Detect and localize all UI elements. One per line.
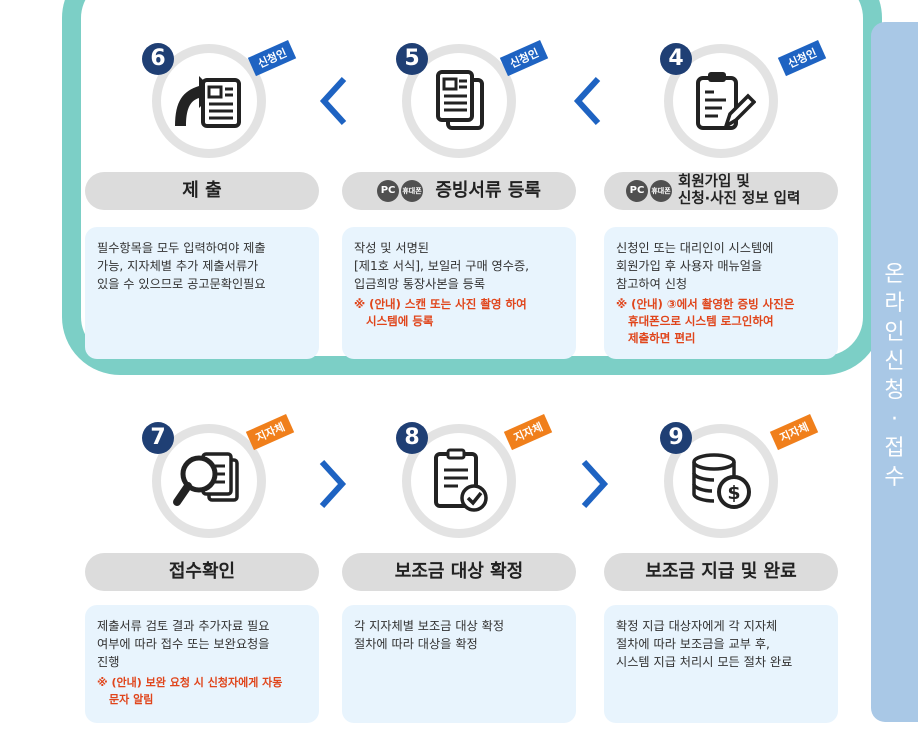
phone-tag: 휴대폰 [401,180,424,202]
step-8-title: 보조금 대상 확정 [342,553,576,591]
step-6-description: 필수항목을 모두 입력하여야 제출 가능, 지자체별 추가 제출서류가 있을 수… [85,227,319,359]
clipboard-pen-icon [696,72,756,130]
step-4-title: PC 휴대폰 회원가입 및 신청·사진 정보 입력 [604,172,838,210]
step-number: 9 [660,422,692,454]
notice-text: ※ (안내) ③에서 촬영한 증빙 사진은 휴대폰으로 시스템 로그인하여 제출… [616,297,795,345]
search-documents-icon [173,452,239,506]
step-number: 8 [396,422,428,454]
notice-text: ※ (안내) 스캔 또는 사진 촬영 하여 시스템에 등록 [354,297,527,328]
step-number: 7 [142,422,174,454]
step-8-description: 각 지자체별 보조금 대상 확정 절차에 따라 대상을 확정 [342,605,576,723]
step-number: 5 [396,43,428,75]
pc-tag: PC [626,180,648,202]
chevron-left-icon [573,76,601,126]
chevron-right-icon [581,459,609,509]
role-badge: 지자체 [769,413,819,451]
pc-tag: PC [377,180,400,202]
step-5-description: 작성 및 서명된 [제1호 서식], 보일러 구매 영수증, 입금희망 통장사본… [342,227,576,359]
side-title: 온 라 인 신 청 · 접 수 [884,262,905,490]
step-6-title: 제 출 [85,172,319,210]
notice-text: ※ (안내) 보완 요청 시 신청자에게 자동 문자 알림 [97,676,283,706]
phone-tag: 휴대폰 [650,180,672,202]
document-arrow-icon [175,76,241,128]
step-4-description: 신청인 또는 대리인이 시스템에 회원가입 후 사용자 매뉴얼을 참고하여 신청… [604,227,838,359]
step-6-icon-circle [152,44,266,158]
checklist-check-icon [434,448,488,512]
chevron-left-icon [319,76,347,126]
chevron-right-icon [319,459,347,509]
side-panel [871,22,918,722]
step-9-description: 확정 지급 대상자에게 각 지자체 절차에 따라 보조금을 교부 후, 시스템 … [604,605,838,723]
role-badge: 지자체 [503,413,553,451]
step-7-description: 제출서류 검토 결과 추가자료 필요 여부에 따라 접수 또는 보완요청을 진행… [85,605,319,723]
step-7-title: 접수확인 [85,553,319,591]
step-5-icon-circle [402,44,516,158]
role-badge: 지자체 [245,413,295,451]
documents-icon [436,70,484,130]
step-9-title: 보조금 지급 및 완료 [604,553,838,591]
coins-dollar-icon: $ [692,453,751,509]
step-number: 4 [660,43,692,75]
svg-text:$: $ [727,482,740,504]
step-number: 6 [142,43,174,75]
